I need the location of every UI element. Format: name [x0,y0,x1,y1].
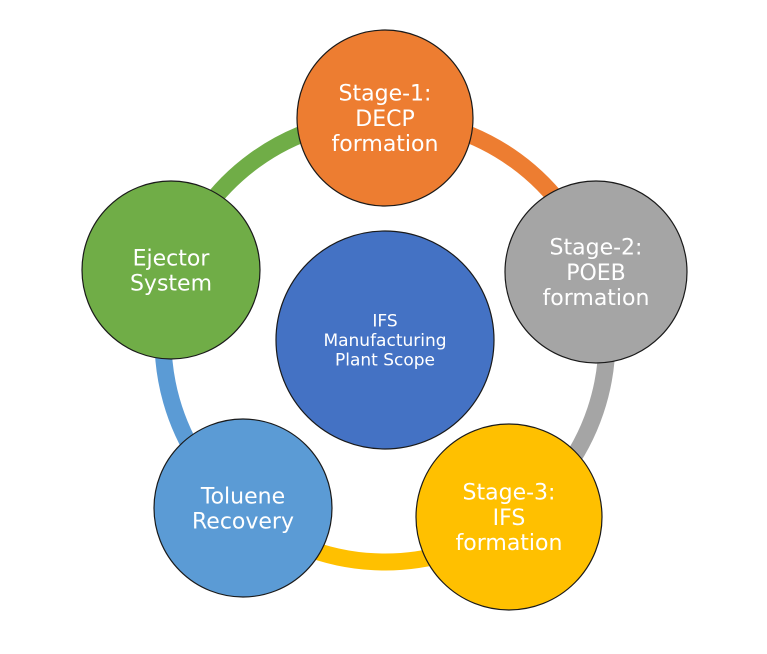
node-ejector-system-circle [81,180,261,360]
node-toluene-recovery-label-line: Recovery [192,510,294,535]
node-ejector-system-label-line: Ejector [133,246,211,271]
node-stage-3-label-line: Stage-3: [463,481,556,506]
node-stage-3-label-line: formation [456,531,563,556]
node-stage-3-label-line: IFS [493,506,526,531]
node-stage-2-label-line: formation [543,286,650,311]
center-node-ifs-plant-scope-label-line: IFS [372,312,397,332]
node-stage-3-circle [415,423,603,611]
node-stage-1-label-line: Stage-1: [339,82,432,107]
node-stage-2-label-line: Stage-2: [550,236,643,261]
node-ejector-system-label-line: System [130,272,212,297]
node-stage-1-label-line: formation [332,132,439,157]
node-stage-2-circle [504,180,688,364]
node-stage-1-label-line: DECP [355,107,414,132]
node-stage-2-label-line: POEB [566,261,626,286]
center-node-ifs-plant-scope-circle [275,230,495,450]
node-toluene-recovery-circle [153,418,333,598]
cycle-nodes: Stage-1:DECPformationStage-2:POEBformati… [81,29,688,611]
center-node-ifs-plant-scope-label-line: Plant Scope [335,351,435,371]
center-node-ifs-plant-scope-label-line: Manufacturing [323,331,446,351]
node-toluene-recovery-label-line: Toluene [200,484,285,509]
node-stage-1-circle [296,29,474,207]
